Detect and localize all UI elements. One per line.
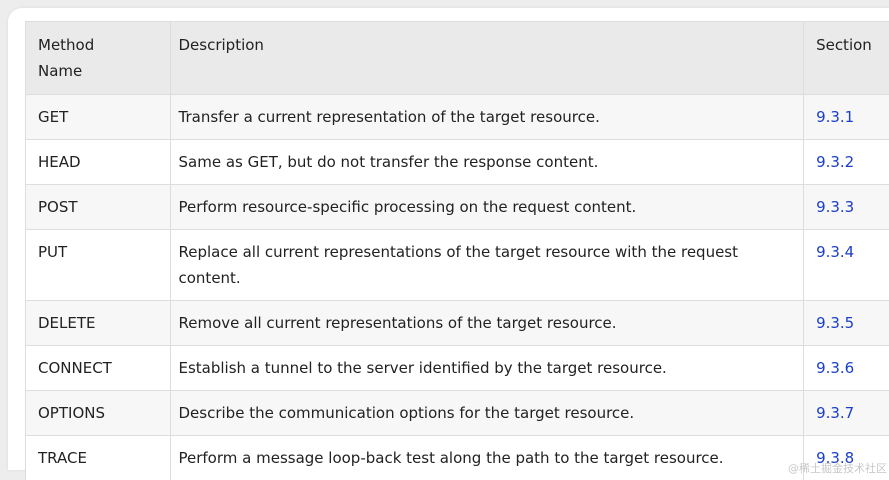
section-cell: 9.3.6 bbox=[804, 346, 889, 391]
section-cell: 9.3.3 bbox=[804, 185, 889, 230]
method-cell: HEAD bbox=[26, 140, 171, 185]
method-cell: PUT bbox=[26, 230, 171, 301]
description-cell: Perform a message loop-back test along t… bbox=[170, 436, 804, 480]
method-cell: TRACE bbox=[26, 436, 171, 480]
table-row: POST Perform resource-specific processin… bbox=[26, 185, 889, 230]
section-cell: 9.3.4 bbox=[804, 230, 889, 301]
header-method-name-line2: Name bbox=[38, 62, 82, 80]
header-method-name: Method Name bbox=[26, 22, 171, 95]
description-cell: Perform resource-specific processing on … bbox=[170, 185, 804, 230]
section-link[interactable]: 9.3.2 bbox=[816, 153, 854, 171]
section-cell: 9.3.2 bbox=[804, 140, 889, 185]
table-container: Method Name Description Section GET Tran… bbox=[8, 8, 889, 470]
header-section: Section bbox=[804, 22, 889, 95]
description-cell: Describe the communication options for t… bbox=[170, 391, 804, 436]
description-cell: Transfer a current representation of the… bbox=[170, 95, 804, 140]
table-header-row: Method Name Description Section bbox=[26, 22, 889, 95]
method-cell: OPTIONS bbox=[26, 391, 171, 436]
section-link[interactable]: 9.3.7 bbox=[816, 404, 854, 422]
table-row: CONNECT Establish a tunnel to the server… bbox=[26, 346, 889, 391]
section-link[interactable]: 9.3.5 bbox=[816, 314, 854, 332]
header-method-name-line1: Method bbox=[38, 36, 94, 54]
description-cell: Establish a tunnel to the server identif… bbox=[170, 346, 804, 391]
table-row: GET Transfer a current representation of… bbox=[26, 95, 889, 140]
section-link[interactable]: 9.3.6 bbox=[816, 359, 854, 377]
description-cell: Remove all current representations of th… bbox=[170, 301, 804, 346]
description-cell: Same as GET, but do not transfer the res… bbox=[170, 140, 804, 185]
section-link[interactable]: 9.3.4 bbox=[816, 243, 854, 261]
method-cell: DELETE bbox=[26, 301, 171, 346]
watermark-text: @稀土掘金技术社区 bbox=[788, 460, 887, 476]
method-cell: CONNECT bbox=[26, 346, 171, 391]
section-cell: 9.3.1 bbox=[804, 95, 889, 140]
section-link[interactable]: 9.3.3 bbox=[816, 198, 854, 216]
section-cell: 9.3.7 bbox=[804, 391, 889, 436]
table-row: OPTIONS Describe the communication optio… bbox=[26, 391, 889, 436]
section-link[interactable]: 9.3.1 bbox=[816, 108, 854, 126]
method-cell: GET bbox=[26, 95, 171, 140]
http-methods-table: Method Name Description Section GET Tran… bbox=[25, 21, 889, 480]
method-cell: POST bbox=[26, 185, 171, 230]
table-row: TRACE Perform a message loop-back test a… bbox=[26, 436, 889, 480]
description-cell: Replace all current representations of t… bbox=[170, 230, 804, 301]
header-description: Description bbox=[170, 22, 804, 95]
table-row: DELETE Remove all current representation… bbox=[26, 301, 889, 346]
section-cell: 9.3.5 bbox=[804, 301, 889, 346]
table-row: HEAD Same as GET, but do not transfer th… bbox=[26, 140, 889, 185]
table-row: PUT Replace all current representations … bbox=[26, 230, 889, 301]
